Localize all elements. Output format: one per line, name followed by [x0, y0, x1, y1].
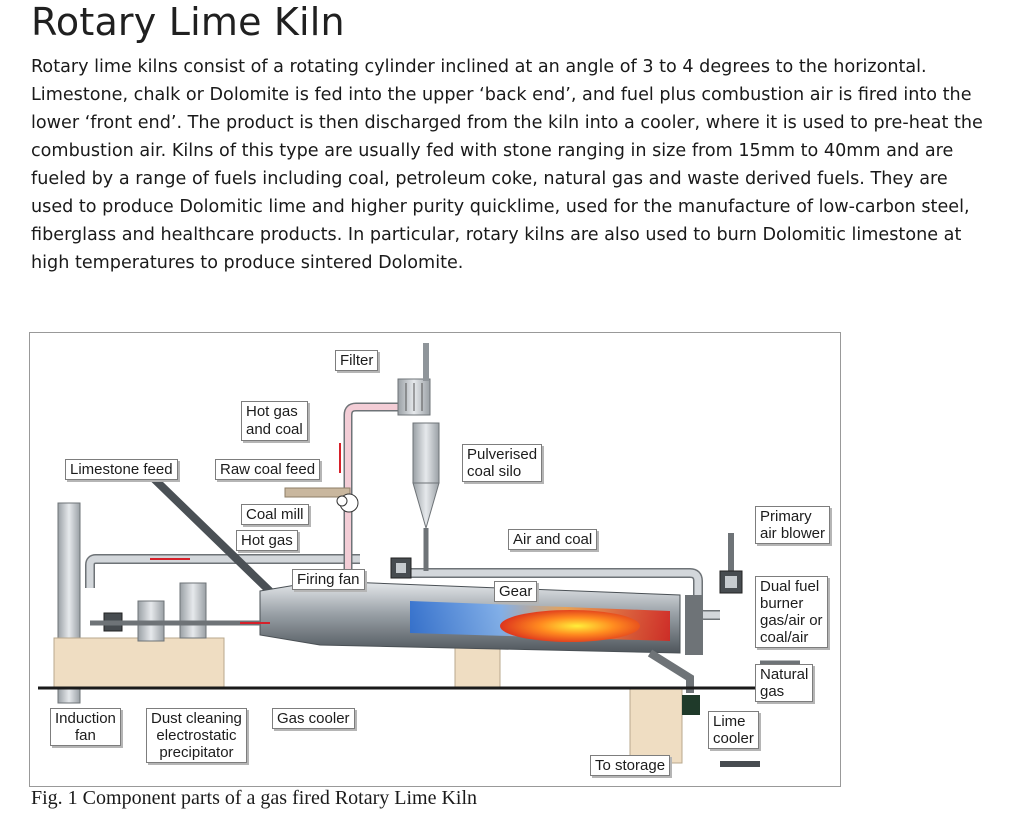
label-dual-fuel-burner: Dual fuel burner gas/air or coal/air	[755, 576, 828, 648]
raw-coal-conveyor	[284, 487, 351, 498]
label-dual-line3: gas/air or	[760, 612, 823, 629]
label-pulverised-coal-silo: Pulverised coal silo	[462, 444, 543, 482]
label-firing-fan: Firing fan	[292, 569, 365, 590]
label-dust-line3: precipitator	[159, 744, 234, 761]
kiln-diagram-drawing	[38, 343, 800, 767]
label-induction-line2: fan	[75, 727, 96, 744]
label-filter: Filter	[335, 350, 379, 371]
label-primary-air-blower: Primary air blower	[755, 506, 831, 544]
label-induction-fan: Induction fan	[50, 708, 121, 746]
label-dust-cleaning: Dust cleaning electrostatic precipitator	[146, 708, 247, 763]
label-lime-line2: cooler	[713, 730, 754, 747]
gas-cooler-unit	[179, 582, 207, 639]
label-induction-line1: Induction	[55, 710, 116, 727]
page-title: Rotary Lime Kiln	[31, 0, 345, 44]
figure-caption: Fig. 1 Component parts of a gas fired Ro…	[31, 787, 478, 809]
foundation-left	[53, 637, 225, 689]
label-hot-gas-and-coal: Hot gas and coal	[241, 401, 308, 441]
storage-conveyor	[720, 761, 760, 767]
label-coal-mill: Coal mill	[241, 504, 309, 525]
label-dual-line1: Dual fuel	[760, 578, 820, 595]
kiln-flame	[500, 610, 640, 642]
flue-duct	[86, 555, 360, 588]
primary-air-blower-core	[725, 576, 737, 588]
coal-mill-gear	[336, 495, 348, 507]
lime-cooler-body	[629, 687, 683, 764]
limestone-feed-chute	[145, 470, 283, 604]
label-natural-line1: Natural	[760, 666, 809, 683]
coal-silo-cone	[412, 482, 440, 530]
label-air-and-coal: Air and coal	[508, 529, 598, 550]
label-gear: Gear	[494, 581, 538, 602]
label-dual-line4: coal/air	[760, 629, 809, 646]
foundation-gear	[454, 647, 501, 689]
label-natural-line2: gas	[760, 683, 785, 700]
kiln-diagram: Filter Hot gas and coal Pulverised coal …	[29, 332, 841, 787]
label-raw-coal-feed: Raw coal feed	[215, 459, 321, 480]
label-gas-cooler: Gas cooler	[272, 708, 355, 729]
intro-paragraph-text: Rotary lime kilns consist of a rotating …	[31, 57, 983, 273]
firing-fan-core	[396, 563, 406, 573]
label-pulverised-line1: Pulverised	[467, 446, 538, 463]
hot-gas-riser	[345, 395, 405, 588]
label-hot-gas-and-coal-line1: Hot gas	[246, 403, 298, 420]
label-lime-line1: Lime	[713, 713, 746, 730]
label-limestone-feed: Limestone feed	[65, 459, 178, 480]
label-dust-line2: electrostatic	[156, 727, 237, 744]
coal-silo-top	[412, 422, 440, 484]
label-natural-gas: Natural gas	[755, 664, 814, 702]
filter-vent	[423, 343, 429, 381]
kiln-hood	[685, 595, 703, 655]
label-dual-line2: burner	[760, 595, 804, 612]
lime-cooler-door	[682, 695, 700, 715]
label-pulverised-line2: coal silo	[467, 463, 522, 480]
label-lime-cooler: Lime cooler	[708, 711, 759, 749]
label-primary-line2: air blower	[760, 525, 826, 542]
intro-paragraph: Rotary lime kilns consist of a rotating …	[31, 53, 991, 277]
label-primary-line1: Primary	[760, 508, 812, 525]
label-hot-gas: Hot gas	[236, 530, 298, 551]
label-dust-line1: Dust cleaning	[151, 710, 242, 727]
label-to-storage: To storage	[590, 755, 671, 776]
label-hot-gas-and-coal-line2: and coal	[246, 421, 303, 438]
